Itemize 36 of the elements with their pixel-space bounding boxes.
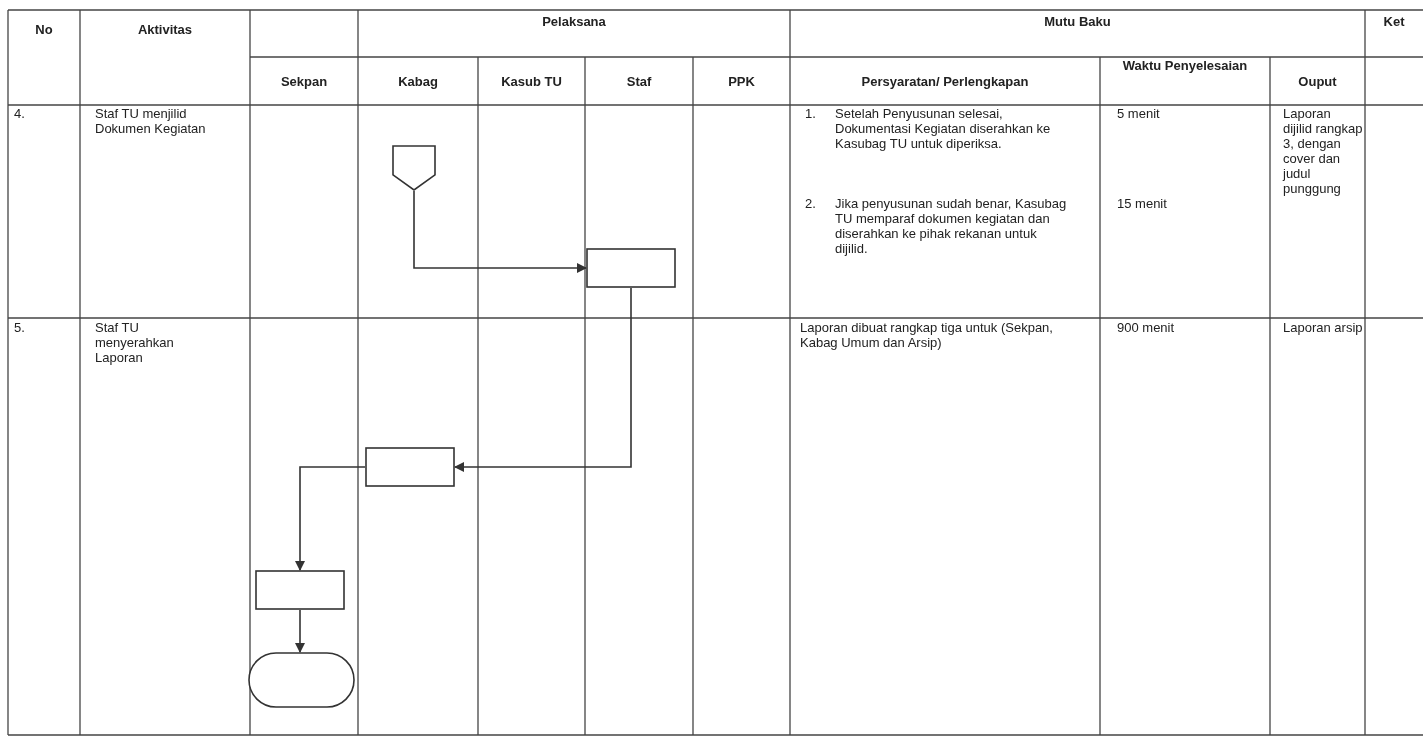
list-number: 1. xyxy=(805,106,817,121)
requirement-text: Laporan dibuat rangkap tiga untuk (Sekpan, Kabag Umum dan Arsip) xyxy=(800,320,1054,350)
column-header: Ket xyxy=(1382,14,1406,29)
duration-text: 900 menit xyxy=(1117,320,1176,335)
column-header: Mutu Baku xyxy=(1043,14,1112,29)
row-number: 5. xyxy=(14,320,26,335)
offpage-connector-symbol xyxy=(392,145,436,191)
duration-text: 15 menit xyxy=(1117,196,1168,211)
terminator-symbol xyxy=(248,652,355,708)
column-header: Staf xyxy=(625,74,653,89)
column-header: No xyxy=(34,22,54,37)
duration-text: 5 menit xyxy=(1117,106,1161,121)
output-text: Laporan dijilid rangkap 3, dengan cover dan judul punggung xyxy=(1283,106,1363,196)
process-box xyxy=(586,248,676,288)
column-header: PPK xyxy=(727,74,756,89)
column-header: Waktu Penyelesaian xyxy=(1121,58,1249,73)
column-header: Sekpan xyxy=(279,74,329,89)
process-box xyxy=(365,447,455,487)
column-header: Ouput xyxy=(1297,74,1338,89)
column-header: Pelaksana xyxy=(541,14,607,29)
requirement-text: Setelah Penyusunan selesai, Dokumentasi Kegiatan diserahkan ke Kasubag TU untuk diperiksa. xyxy=(835,106,1052,151)
arrow xyxy=(295,466,366,571)
column-header: Kabag xyxy=(397,74,439,89)
arrow xyxy=(413,190,587,273)
arrow xyxy=(454,287,632,472)
requirement-text: Jika penyusunan sudah benar, Kasubag TU memparaf dokumen kegiatan dan diserahkan ke pihak rekanan untuk dijilid. xyxy=(835,196,1068,256)
output-text: Laporan arsip xyxy=(1283,320,1363,335)
process-box xyxy=(255,570,345,610)
activity-text: Staf TU menjilid Dokumen Kegiatan xyxy=(95,106,207,136)
row-number: 4. xyxy=(14,106,26,121)
arrow xyxy=(295,609,305,653)
list-number: 2. xyxy=(805,196,817,211)
column-header: Persyaratan/ Perlengkapan xyxy=(860,74,1030,89)
column-header: Kasub TU xyxy=(500,74,563,89)
activity-text: Staf TU menyerahkan Laporan xyxy=(95,320,175,365)
column-header: Aktivitas xyxy=(136,22,194,37)
